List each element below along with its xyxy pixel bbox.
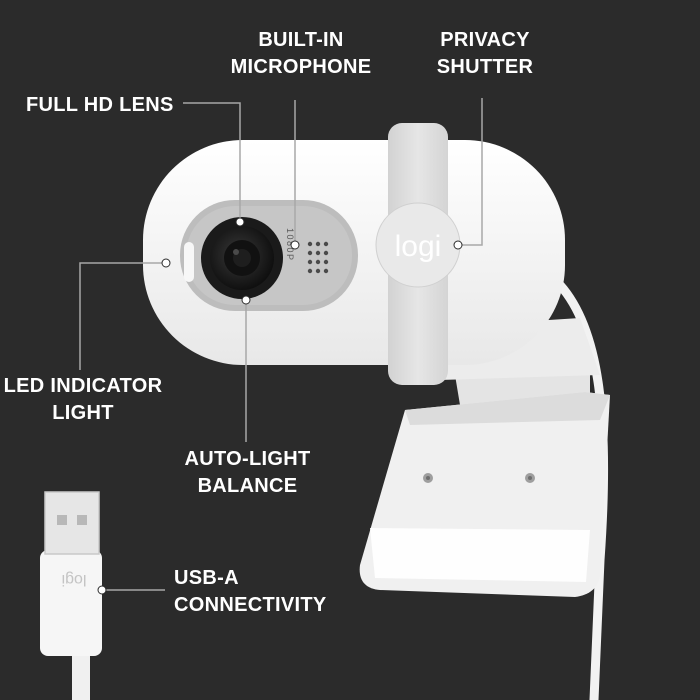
resolution-marking: 1080P: [285, 228, 295, 262]
privacy-shutter-band: logi: [375, 123, 461, 385]
callout-led-indicator-light: LED INDICATOR LIGHT: [3, 375, 163, 424]
callout-line-led: [79, 262, 166, 370]
callout-full-hd-lens: FULL HD LENS: [26, 94, 174, 116]
brand-logo: logi: [395, 230, 442, 263]
shutter-disc: [376, 203, 460, 287]
usb-metal-connector: [44, 491, 100, 555]
led-indicator: [184, 242, 194, 282]
callout-dots: [97, 217, 463, 595]
callout-line-full-hd-lens: [183, 102, 241, 222]
usb-plug-logo: logi: [62, 571, 87, 588]
callout-line-privacy-shutter: [460, 98, 483, 246]
callout-auto-light-balance: AUTO-LIGHT BALANCE: [184, 448, 311, 497]
callout-usb-a-connectivity: USB-A CONNECTIVITY: [174, 567, 327, 616]
callout-built-in-microphone: BUILT-IN MICROPHONE: [230, 29, 372, 78]
microphone-grille: [307, 241, 329, 274]
usb-plug-housing: [40, 550, 102, 656]
callout-lines: [79, 98, 483, 591]
callout-privacy-shutter: PRIVACY SHUTTER: [436, 29, 534, 78]
usb-a-plug: logi: [40, 491, 102, 700]
